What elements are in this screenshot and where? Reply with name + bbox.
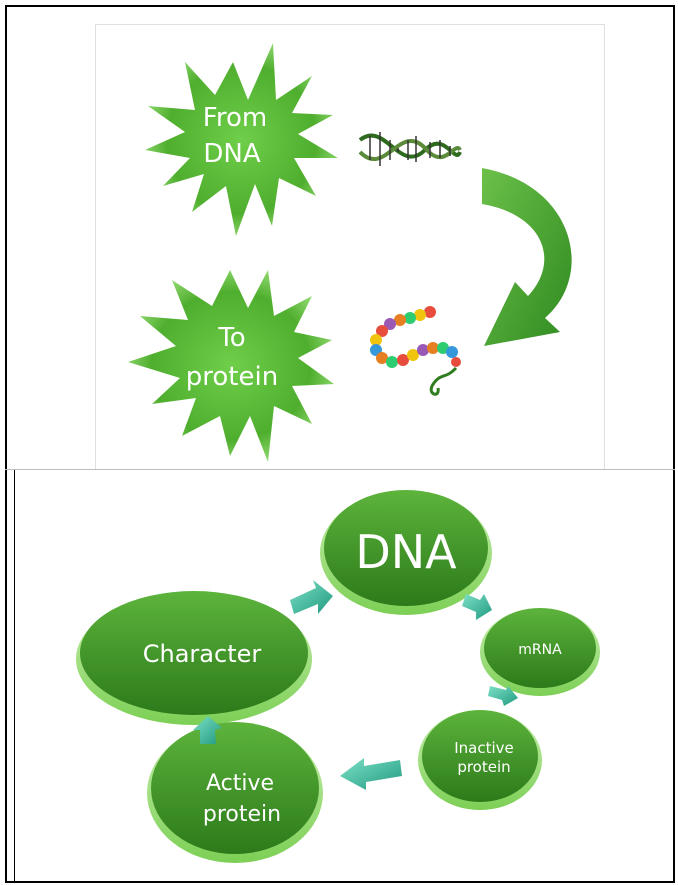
node-dna: [320, 490, 492, 615]
node-dna-label: DNA: [355, 525, 457, 579]
arrow-character-to-dna-icon: [290, 580, 333, 614]
node-mrna-label: mRNA: [518, 642, 562, 658]
curved-arrow-icon: [482, 168, 572, 346]
node-inactive-line1: Inactive: [454, 739, 514, 757]
protein-chain-icon: [370, 306, 461, 396]
dna-helix-icon: [358, 132, 462, 166]
star-from-line2: DNA: [203, 139, 260, 169]
node-active-line2: protein: [203, 802, 281, 827]
from-dna-star: [145, 43, 338, 236]
node-active-line1: Active: [206, 771, 274, 796]
node-active-protein: [147, 722, 323, 863]
node-mrna: [480, 608, 600, 696]
node-inactive-protein: [418, 710, 542, 810]
node-character: [76, 591, 312, 725]
arrow-mrna-to-inactive-icon: [488, 686, 518, 706]
to-protein-star: [128, 270, 334, 462]
node-inactive-line2: protein: [457, 758, 510, 776]
arrow-dna-to-mrna-icon: [462, 594, 492, 620]
star-to-line1: To: [217, 323, 245, 353]
arrow-active-to-character-icon: [193, 716, 222, 744]
panel-divider: [5, 469, 675, 470]
arrow-inactive-to-active-icon: [340, 758, 402, 790]
star-to-line2: protein: [186, 362, 278, 392]
node-character-label: Character: [143, 640, 262, 668]
star-from-line1: From: [203, 103, 267, 133]
left-border: [14, 470, 15, 883]
